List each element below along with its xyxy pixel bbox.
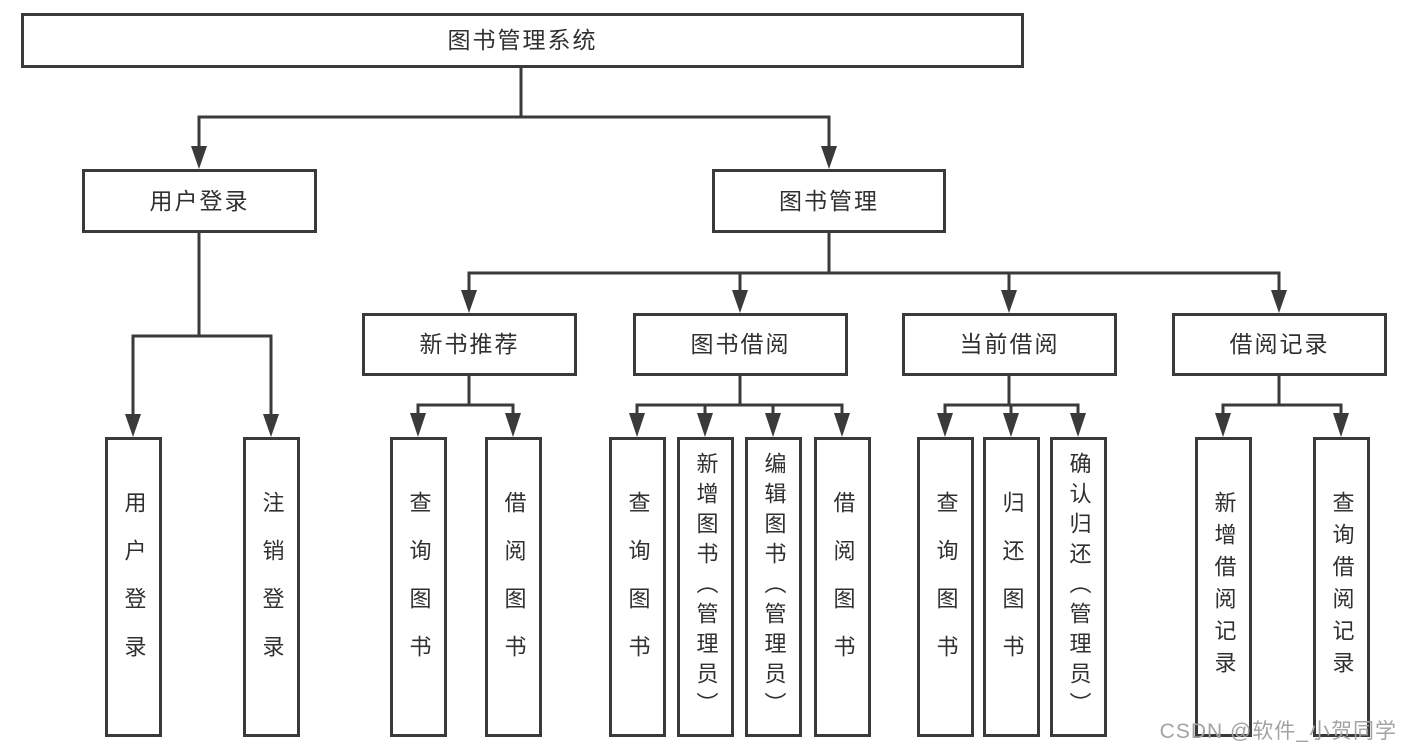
leaf-edit-book-admin: 编辑图书（管理员）: [745, 437, 802, 737]
leaf-confirm-return-admin: 确认归还（管理员）: [1050, 437, 1107, 737]
node-book-management: 图书管理: [712, 169, 946, 233]
node-book-borrow: 图书借阅: [633, 313, 848, 376]
connector-book-management-children: [461, 233, 1287, 313]
leaf-add-borrow-record: 新增借阅记录: [1195, 437, 1252, 737]
leaf-query-borrow-record: 查询借阅记录: [1313, 437, 1370, 737]
leaf-borrow-book: 借阅图书: [814, 437, 871, 737]
leaf-add-book-admin: 新增图书（管理员）: [677, 437, 734, 737]
connector-user-login-children: [125, 233, 279, 437]
connector-book-borrow-children: [629, 376, 850, 437]
csdn-watermark: CSDN @软件_小贺同学: [1159, 720, 1397, 743]
node-new-book-recommend: 新书推荐: [362, 313, 577, 376]
leaf-query-book-current: 查询图书: [917, 437, 974, 737]
node-current-borrow: 当前借阅: [902, 313, 1117, 376]
leaf-borrow-book-recommend: 借阅图书: [485, 437, 542, 737]
leaf-return-book: 归还图书: [983, 437, 1040, 737]
node-borrow-record: 借阅记录: [1172, 313, 1387, 376]
leaf-query-book-borrow: 查询图书: [609, 437, 666, 737]
connector-borrow-record-children: [1215, 376, 1349, 437]
connector-new-book-children: [410, 376, 521, 437]
connector-root-to-level2: [191, 68, 837, 169]
connector-current-borrow-children: [937, 376, 1086, 437]
leaf-logout: 注销登录: [243, 437, 300, 737]
leaf-query-book-recommend: 查询图书: [390, 437, 447, 737]
leaf-user-login: 用户登录: [105, 437, 162, 737]
node-root-library-system: 图书管理系统: [21, 13, 1024, 68]
node-user-login: 用户登录: [82, 169, 317, 233]
